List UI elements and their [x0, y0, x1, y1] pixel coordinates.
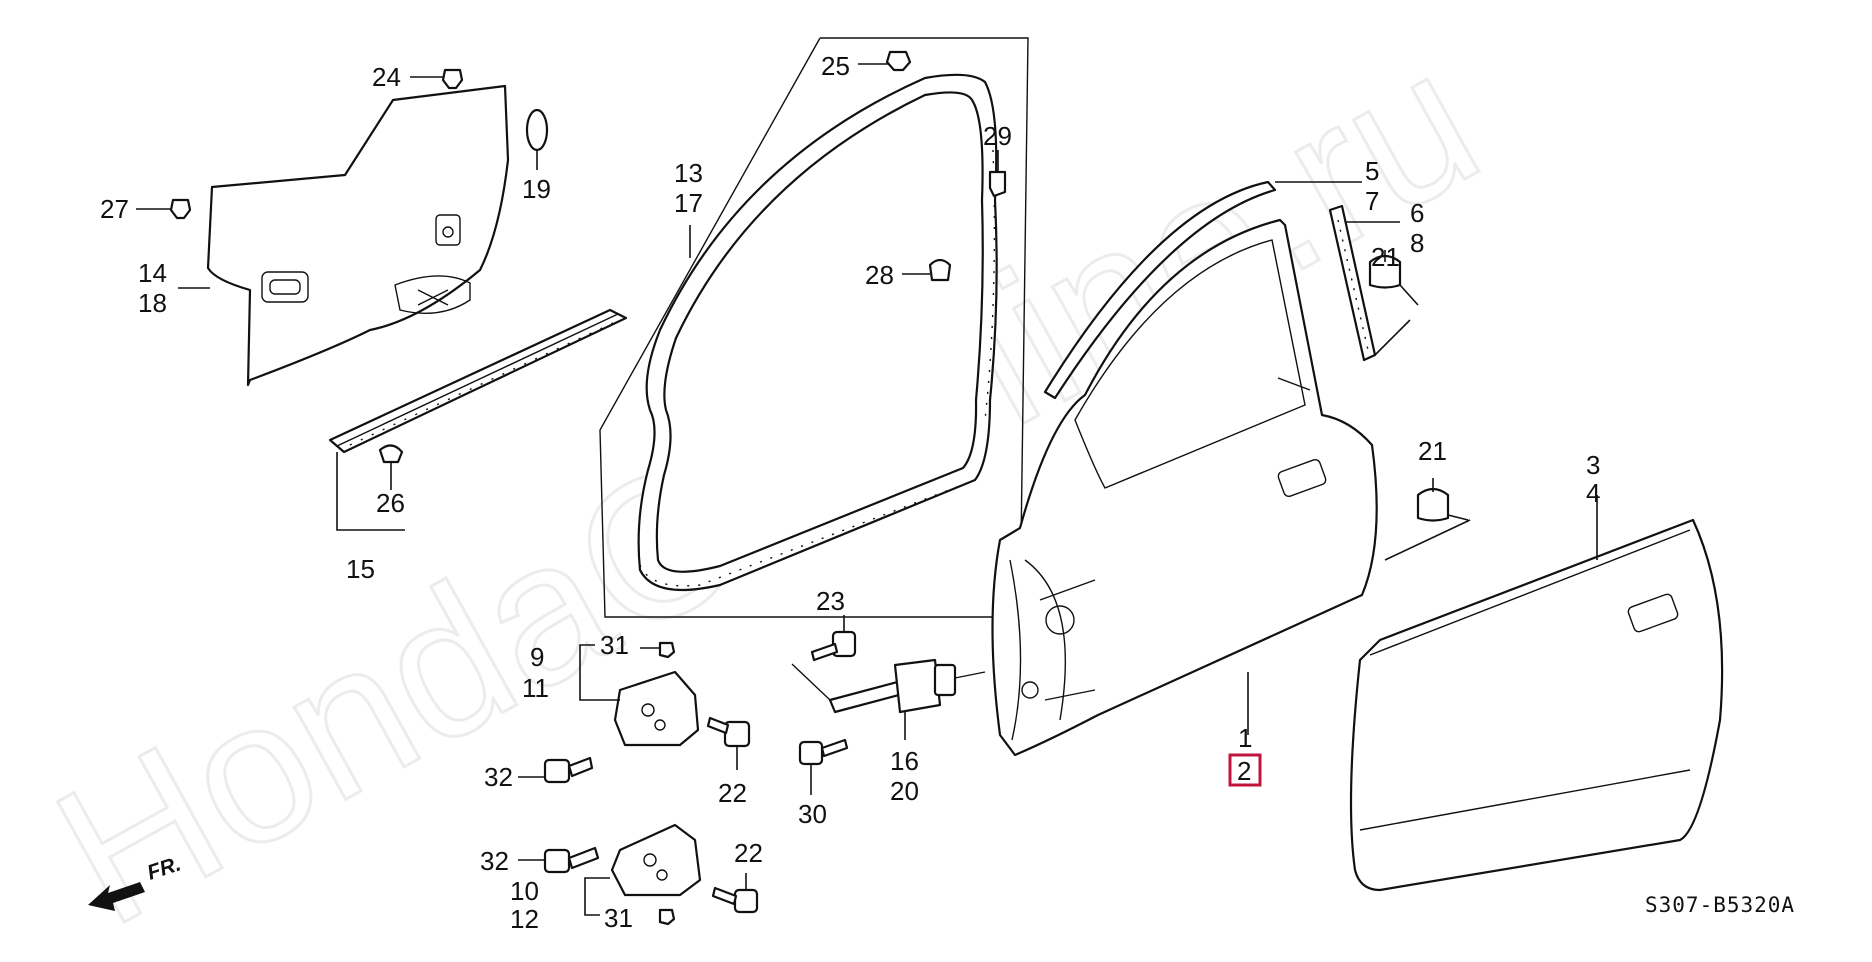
sash-trim: [1328, 204, 1411, 362]
callout-31a: 31: [600, 630, 629, 660]
callout-1: 1: [1238, 723, 1252, 753]
callout-31b: 31: [604, 903, 633, 933]
callout-10: 10: [510, 876, 539, 906]
callout-5: 5: [1365, 156, 1379, 186]
bolt-22a: [706, 716, 751, 770]
door-molding: [1043, 180, 1362, 400]
callout-14: 14: [138, 258, 167, 288]
callout-18: 18: [138, 288, 167, 318]
callout-4: 4: [1586, 478, 1600, 508]
sill-strip: [328, 308, 628, 531]
clip-25: [858, 50, 912, 72]
clip-28: [902, 258, 952, 282]
plug-19: [525, 108, 549, 170]
callout-13: 13: [674, 158, 703, 188]
callout-8: 8: [1410, 228, 1424, 258]
callout-32a: 32: [484, 762, 513, 792]
callout-29: 29: [983, 121, 1012, 151]
callout-17: 17: [674, 188, 703, 218]
bolt-22b: [711, 873, 759, 914]
cushion-21b: [1416, 478, 1469, 522]
callouts: 24 27 14 18 19 26 15 25 13 17 29 28 5 7 …: [100, 51, 1600, 934]
callout-20: 20: [890, 776, 919, 806]
bolt-32a: [518, 756, 594, 784]
callout-22b: 22: [734, 838, 763, 868]
callout-3: 3: [1586, 450, 1600, 480]
diagram-code: S307-B5320A: [1645, 893, 1795, 917]
callout-26: 26: [376, 488, 405, 518]
callout-27: 27: [100, 194, 129, 224]
callout-19: 19: [522, 174, 551, 204]
bolt-32b: [518, 846, 600, 874]
callout-25: 25: [821, 51, 850, 81]
door-panel: [991, 218, 1471, 757]
clip-27: [136, 198, 192, 220]
door-sheet: [206, 84, 510, 387]
callout-15: 15: [346, 554, 375, 584]
callout-28: 28: [865, 260, 894, 290]
callout-16: 16: [890, 746, 919, 776]
callout-11: 11: [522, 673, 549, 703]
callout-7: 7: [1365, 186, 1379, 216]
callout-2[interactable]: 2: [1237, 756, 1251, 786]
callout-9: 9: [530, 642, 544, 672]
callout-32b: 32: [480, 846, 509, 876]
callout-21b: 21: [1418, 436, 1447, 466]
outer-skin: [1349, 495, 1724, 892]
cushion-21a: [1368, 250, 1419, 306]
callout-21a: 21: [1371, 242, 1400, 272]
callout-24: 24: [372, 62, 401, 92]
lower-hinge: [584, 823, 702, 926]
clip-24: [410, 68, 464, 90]
bracket-29: [988, 150, 1007, 198]
door-checker: [791, 658, 986, 740]
bolt-30: [798, 738, 849, 795]
bolt-23: [810, 615, 857, 662]
upper-hinge: [579, 641, 700, 747]
weatherstrip: [599, 37, 1029, 618]
highlight-box[interactable]: [1228, 753, 1262, 787]
callout-30: 30: [798, 799, 827, 829]
callout-12: 12: [510, 904, 539, 934]
callout-22a: 22: [718, 778, 747, 808]
callout-23: 23: [816, 586, 845, 616]
callout-6: 6: [1410, 198, 1424, 228]
